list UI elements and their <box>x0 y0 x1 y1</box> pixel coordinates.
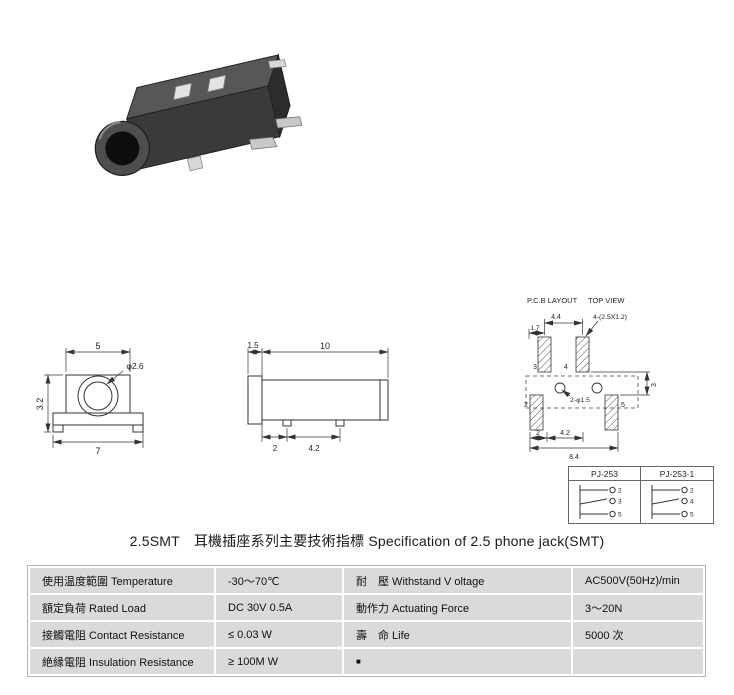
dim-width-bottom: 7 <box>95 446 100 456</box>
mounting-hole <box>591 382 603 394</box>
spec-value <box>573 649 703 674</box>
spec-value: AC500V(50Hz)/min <box>573 568 703 593</box>
pcb-layout-title: P.C.B LAYOUT <box>527 296 578 305</box>
dim-overall-width: 8.4 <box>569 454 579 461</box>
schematic-1-svg: 2 3 5 <box>579 485 622 519</box>
schematic-1-lines <box>579 485 616 519</box>
pin-number-3: 3 <box>533 364 537 371</box>
spec-value: ≤ 0.03 W <box>216 622 342 647</box>
table-row: 使用温度範圍 Temperature -30～70℃ 耐 壓 Withstand… <box>30 568 703 593</box>
pin-label: 5 <box>690 512 694 519</box>
dim-width-top: 5 <box>95 341 100 351</box>
schematic-2-lines <box>651 485 688 519</box>
jack-bore-outer <box>77 375 119 417</box>
spec-value: DC 30V 0.5A <box>216 595 342 620</box>
dim-pad-pitch-top: 4.4 <box>551 314 561 321</box>
front-view-outline <box>52 374 144 433</box>
schematic-model-1-header: PJ-253 <box>569 467 641 481</box>
spec-label: 額定負荷 Rated Load <box>30 595 214 620</box>
dim-cap: 1.5 <box>247 341 259 350</box>
pin-label: 5 <box>618 512 622 519</box>
dim-leg-offset: 2 <box>273 444 278 453</box>
dim-leg-pitch: 4.2 <box>308 444 320 453</box>
pcb-dim-lines <box>528 319 650 452</box>
component-outline-dashed <box>525 375 639 409</box>
pad-top-left <box>537 336 552 373</box>
spec-label: ■ <box>344 649 571 674</box>
pad-bottom-right <box>604 394 619 431</box>
dim-bottom-offset: 2 <box>536 430 540 437</box>
pad-bottom-left <box>529 394 544 431</box>
schematic-1-pin-labels: 2 3 5 <box>618 488 622 519</box>
jack-bore-inner <box>83 381 113 411</box>
top-contact <box>207 74 227 93</box>
table-row: 額定負荷 Rated Load DC 30V 0.5A 動作力 Actuatin… <box>30 595 703 620</box>
front-view-drawing: 5 3.2 7 φ2.6 <box>33 336 165 464</box>
side-view-dim-labels: 1.5 10 2 4.2 <box>247 341 330 453</box>
spec-value: 3～20N <box>573 595 703 620</box>
pin-number-2: 2 <box>524 402 528 409</box>
spec-value: ≥ 100M W <box>216 649 342 674</box>
pad-top-right <box>575 336 590 373</box>
spec-label: 使用温度範圍 Temperature <box>30 568 214 593</box>
table-row: 接觸電阻 Contact Resistance ≤ 0.03 W 壽 命 Lif… <box>30 622 703 647</box>
solder-pads <box>529 336 619 431</box>
pcb-layout-drawing: P.C.B LAYOUT TOP VIEW <box>498 290 722 468</box>
spec-label: 耐 壓 Withstand V oltage <box>344 568 571 593</box>
smt-leg <box>249 136 278 150</box>
spec-value: 5000 次 <box>573 622 703 647</box>
pin-label: 2 <box>690 488 694 495</box>
smt-leg <box>275 116 303 129</box>
pin-label: 2 <box>618 488 622 495</box>
front-view-dim-labels: 5 3.2 7 φ2.6 <box>35 341 144 456</box>
front-view-dim-lines <box>44 348 144 448</box>
pin-number-4: 4 <box>564 364 568 371</box>
spec-label: 絶縁電阻 Insulation Resistance <box>30 649 214 674</box>
pcb-layout-titles: P.C.B LAYOUT TOP VIEW <box>527 296 625 305</box>
spec-label: 接觸電阻 Contact Resistance <box>30 622 214 647</box>
product-photo-svg <box>94 53 303 176</box>
pcb-top-view-label: TOP VIEW <box>588 296 625 305</box>
top-contact <box>173 82 192 101</box>
pin-label: 4 <box>690 499 694 506</box>
dim-row-gap: 3 <box>651 383 658 387</box>
schematic-2-svg: 2 4 5 <box>651 485 694 519</box>
side-view-outline <box>247 375 389 427</box>
dim-bottom-pitch: 4.2 <box>560 430 570 437</box>
schematic-model-2-diagram: 2 4 5 <box>641 481 713 523</box>
smt-leg <box>268 59 287 69</box>
spec-table: 使用温度範圍 Temperature -30～70℃ 耐 壓 Withstand… <box>27 565 706 677</box>
pin-label: 3 <box>618 499 622 506</box>
schematic-model-1-diagram: 2 3 5 <box>569 481 641 523</box>
spec-label: 壽 命 Life <box>344 622 571 647</box>
schematic-model-2-header: PJ-253-1 <box>641 467 713 481</box>
schematic-variant-table: PJ-253 PJ-253-1 2 3 5 <box>568 466 714 524</box>
spec-value: -30～70℃ <box>216 568 342 593</box>
dim-hole-diameter: φ2.6 <box>126 361 144 371</box>
dim-pad-offset-top: 1.7 <box>530 325 539 332</box>
dim-height: 3.2 <box>35 398 45 411</box>
page-title: 2.5SMT 耳機插座系列主要技術指標 Specification of 2.5… <box>129 533 605 549</box>
pad-size-note: 4-(2.5X1.2) <box>593 314 627 321</box>
front-view-svg: 5 3.2 7 φ2.6 <box>35 341 144 456</box>
jack-opening <box>105 131 140 166</box>
hole-note: 2-φ1.5 <box>570 397 590 404</box>
pcb-layout-svg: P.C.B LAYOUT TOP VIEW <box>524 296 658 461</box>
dim-length: 10 <box>320 341 330 351</box>
side-view-svg: 1.5 10 2 4.2 <box>247 341 389 453</box>
table-row: 絶縁電阻 Insulation Resistance ≥ 100M W ■ <box>30 649 703 674</box>
pcb-dim-labels: 4.4 1.7 4-(2.5X1.2) 3 4 2 5 2-φ1.5 3 2 4… <box>524 314 658 461</box>
product-photo <box>85 25 310 217</box>
side-view-dim-lines <box>247 348 389 442</box>
smt-leg <box>186 155 204 172</box>
side-view-drawing: 1.5 10 2 4.2 <box>230 338 402 464</box>
pin-number-5: 5 <box>621 402 625 409</box>
connector-body <box>94 53 303 176</box>
spec-label: 動作力 Actuating Force <box>344 595 571 620</box>
schematic-2-pin-labels: 2 4 5 <box>690 488 694 519</box>
